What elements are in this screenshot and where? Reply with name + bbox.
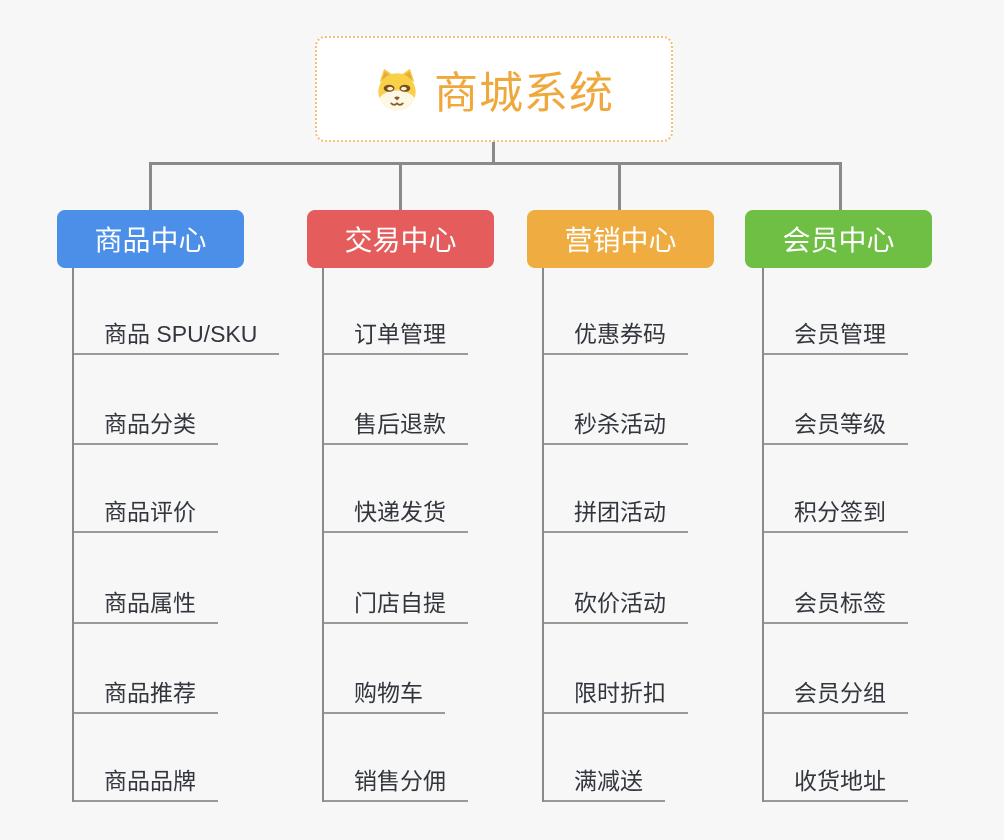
connector-drop [839, 162, 842, 210]
leaf-node[interactable]: 会员管理 [764, 319, 908, 355]
dog-face-icon [378, 68, 416, 111]
branch-children-product-center: 商品 SPU/SKU 商品分类 商品评价 商品属性 商品推荐 商品品牌 [72, 268, 302, 802]
leaf-node[interactable]: 门店自提 [324, 588, 468, 624]
leaf-node[interactable]: 购物车 [324, 678, 445, 714]
connector-drop [618, 162, 621, 210]
branch-label: 商品中心 [94, 225, 207, 256]
leaf-node[interactable]: 商品属性 [74, 588, 218, 624]
leaf-node[interactable]: 会员等级 [764, 409, 908, 445]
leaf-node[interactable]: 积分签到 [764, 497, 908, 533]
leaf-node[interactable]: 会员标签 [764, 588, 908, 624]
connector-drop [149, 162, 152, 210]
leaf-node[interactable]: 订单管理 [324, 319, 468, 355]
leaf-node[interactable]: 商品 SPU/SKU [74, 319, 280, 355]
branch-node-trade-center[interactable]: 交易中心 [307, 210, 494, 268]
branch-node-product-center[interactable]: 商品中心 [57, 210, 244, 268]
leaf-node[interactable]: 售后退款 [324, 409, 468, 445]
leaf-node[interactable]: 秒杀活动 [544, 409, 688, 445]
leaf-node[interactable]: 优惠券码 [544, 319, 688, 355]
connector-bus [149, 162, 842, 165]
branch-children-marketing-center: 优惠券码 秒杀活动 拼团活动 砍价活动 限时折扣 满减送 [542, 268, 772, 802]
branch-children-member-center: 会员管理 会员等级 积分签到 会员标签 会员分组 收货地址 [762, 268, 992, 802]
leaf-node[interactable]: 限时折扣 [544, 678, 688, 714]
branch-node-member-center[interactable]: 会员中心 [745, 210, 932, 268]
leaf-node[interactable]: 商品品牌 [74, 766, 218, 802]
leaf-node[interactable]: 满减送 [544, 766, 665, 802]
leaf-node[interactable]: 销售分佣 [324, 766, 468, 802]
leaf-node[interactable]: 拼团活动 [544, 497, 688, 533]
leaf-node[interactable]: 商品评价 [74, 497, 218, 533]
leaf-node[interactable]: 收货地址 [764, 766, 908, 802]
connector-drop [399, 162, 402, 210]
root-title: 商城系统 [434, 69, 614, 118]
branch-label: 营销中心 [564, 225, 677, 256]
leaf-node[interactable]: 商品推荐 [74, 678, 218, 714]
branch-label: 会员中心 [782, 225, 895, 256]
leaf-node[interactable]: 快递发货 [324, 497, 468, 533]
branch-node-marketing-center[interactable]: 营销中心 [527, 210, 714, 268]
leaf-node[interactable]: 商品分类 [74, 409, 218, 445]
branch-label: 交易中心 [344, 225, 457, 256]
branch-children-trade-center: 订单管理 售后退款 快递发货 门店自提 购物车 销售分佣 [322, 268, 552, 802]
leaf-node[interactable]: 会员分组 [764, 678, 908, 714]
leaf-node[interactable]: 砍价活动 [544, 588, 688, 624]
connector-root-stem [492, 142, 495, 164]
root-node[interactable]: 商城系统 [315, 36, 673, 142]
